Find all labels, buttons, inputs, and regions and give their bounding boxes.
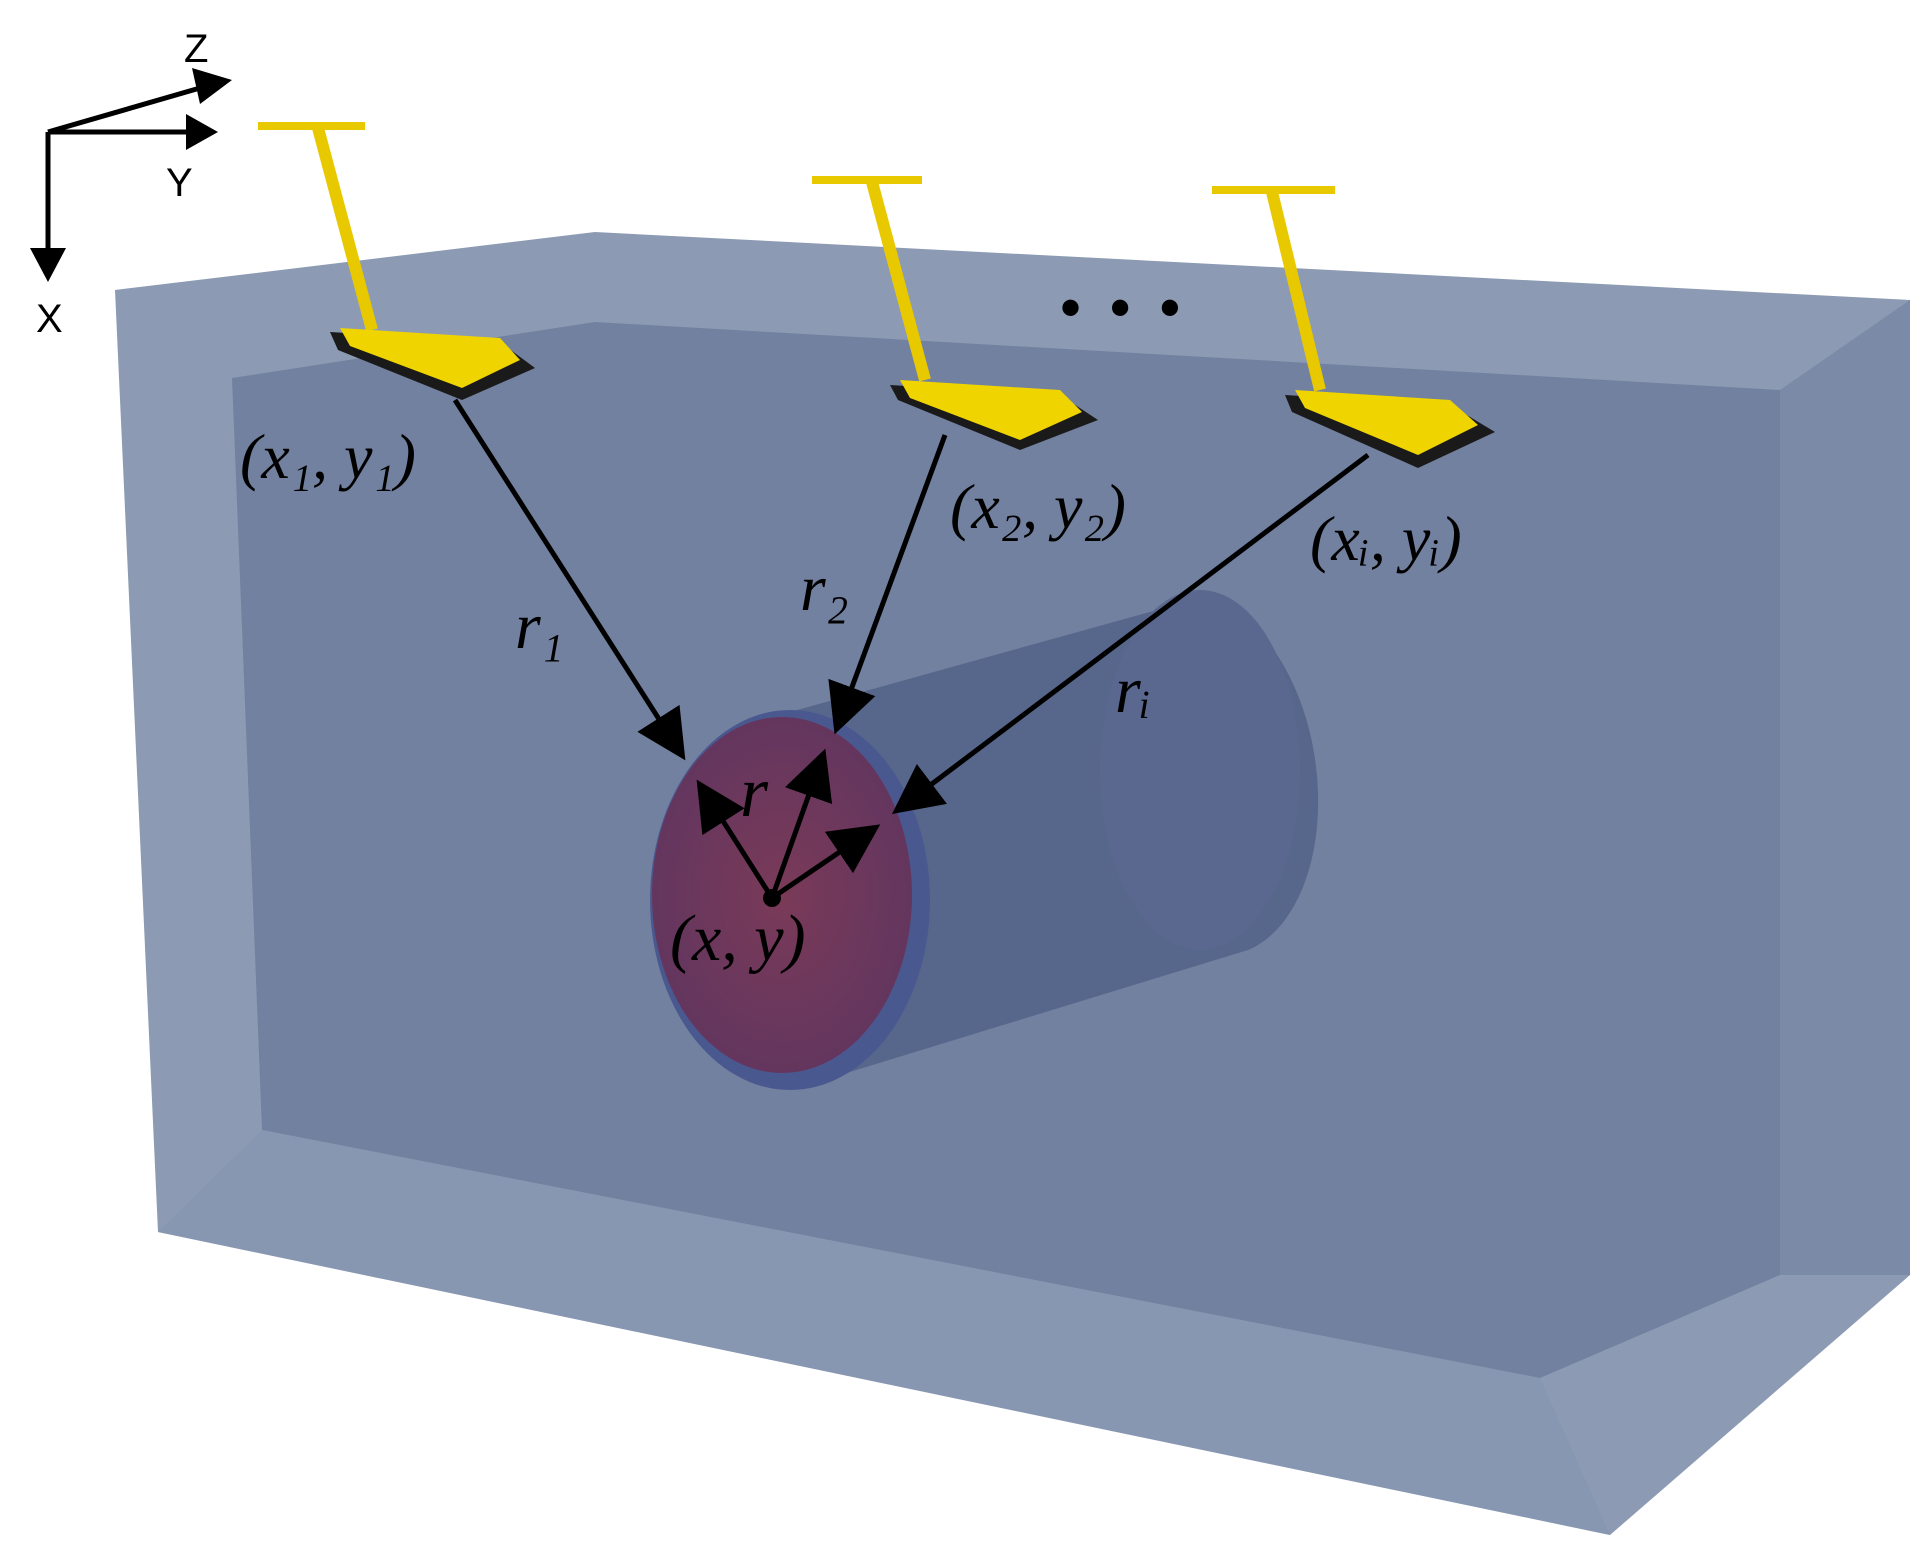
range-label-1: r₁ — [515, 590, 564, 663]
y-axis-label: Y — [166, 161, 193, 205]
coordinate-axes: X Y Z — [30, 27, 232, 341]
gpr-antenna-1 — [258, 122, 535, 400]
z-axis-label: Z — [184, 27, 208, 71]
ellipsis: • • • — [1060, 274, 1186, 341]
range-arrow-1 — [452, 398, 686, 761]
cylinder-back-face — [1100, 590, 1300, 950]
antenna-2-position-label: (x₂, y₂) — [950, 471, 1126, 542]
antenna-housing — [340, 328, 520, 388]
z-axis-arrow — [47, 85, 201, 135]
gpr-antenna-i — [1212, 186, 1495, 468]
antenna-pole — [312, 126, 378, 332]
box-bottom-face — [158, 1130, 1610, 1535]
gpr-antenna-2 — [812, 176, 1098, 450]
z-axis-arrowhead — [192, 68, 232, 104]
box-right-face — [1780, 300, 1910, 1275]
x-axis-label: X — [36, 297, 63, 341]
range-arrows — [452, 398, 1370, 815]
antenna-1-position-label: (x₁, y₁) — [240, 421, 416, 492]
radius-arrows — [696, 748, 881, 907]
radius-arrow-up — [769, 748, 833, 899]
range-arrow-i — [892, 453, 1370, 815]
target-center-label: (x, y) — [670, 902, 806, 975]
y-axis-arrowhead — [186, 114, 218, 150]
radius-label: r — [740, 752, 769, 832]
antenna-housing — [900, 380, 1082, 440]
range-arrow-2 — [828, 434, 948, 735]
radius-arrow-right — [770, 824, 881, 901]
antenna-i-position-label: (xᵢ, yᵢ) — [1310, 503, 1462, 574]
cylinder-front-face — [652, 717, 912, 1073]
radius-arrow-left — [696, 779, 775, 900]
range-label-2: r₂ — [800, 552, 849, 625]
antenna-pole — [1266, 190, 1326, 392]
x-axis-arrowhead — [30, 248, 66, 282]
antenna-housing — [1295, 390, 1478, 455]
antenna-pole — [866, 180, 931, 382]
range-label-i: rᵢ — [1115, 654, 1151, 727]
